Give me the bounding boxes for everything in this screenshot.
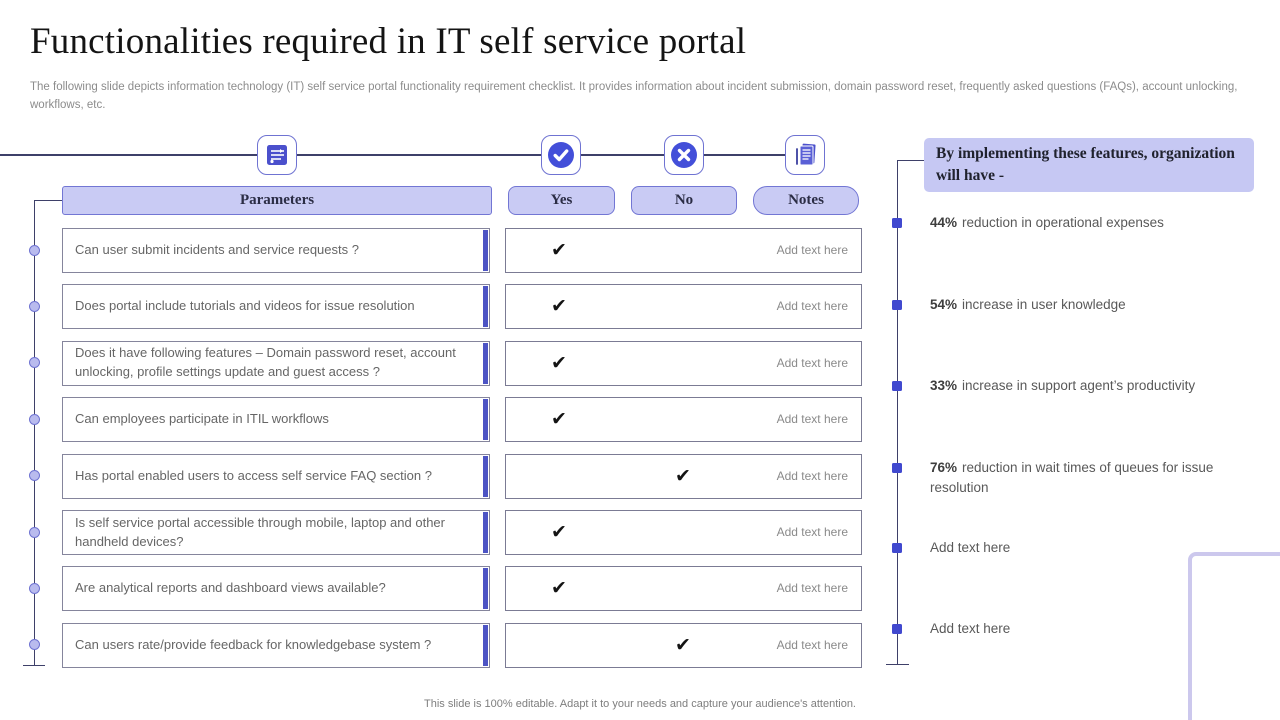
page-subtitle: The following slide depicts information … [30, 81, 1238, 111]
parameter-text: Is self service portal accessible throug… [75, 514, 445, 549]
page-title: Functionalities required in IT self serv… [30, 21, 747, 62]
decorative-corner-rect [1188, 552, 1280, 720]
row-accent-bar [483, 512, 488, 553]
row-accent-bar [483, 455, 488, 497]
benefit-item: 33% increase in support agent’s productiv… [930, 376, 1250, 396]
benefit-stat: 76% [930, 460, 958, 475]
row-accent-bar [483, 230, 488, 271]
left-connector-endtick [23, 665, 45, 667]
benefit-text: reduction in wait times of queues for is… [930, 460, 1214, 495]
checkmark-icon: ✔ [551, 296, 567, 318]
checkmark-icon: ✔ [551, 578, 567, 600]
benefit-item: 54% increase in user knowledge [930, 295, 1250, 315]
note-placeholder[interactable]: Add text here [776, 581, 848, 596]
row-accent-bar [483, 568, 488, 610]
note-placeholder[interactable]: Add text here [776, 525, 848, 539]
answer-cell: ✔ Add text here [505, 397, 862, 443]
parameter-cell: Can user submit incidents and service re… [62, 228, 490, 273]
benefits-connector-endtick [886, 664, 909, 666]
parameter-text: Can employees participate in ITIL workfl… [75, 411, 329, 427]
answer-cell: ✔ Add text here [505, 510, 862, 555]
answer-cell: ✔ Add text here [505, 622, 862, 668]
benefit-item: 44% reduction in operational expenses [930, 213, 1250, 233]
benefit-bullet-square [892, 463, 902, 473]
note-placeholder[interactable]: Add text here [776, 637, 848, 652]
cross-circle-icon [664, 135, 704, 175]
benefit-stat: 54% [930, 297, 958, 312]
parameter-cell: Has portal enabled users to access self … [62, 453, 490, 499]
row-bullet-circle [29, 470, 40, 482]
row-bullet-circle [29, 357, 40, 369]
benefit-text: Add text here [930, 540, 1011, 555]
benefit-bullet-square [892, 300, 902, 310]
note-placeholder[interactable]: Add text here [776, 412, 848, 427]
row-bullet-circle [29, 244, 40, 256]
check-circle-icon [541, 135, 581, 175]
answer-cell: ✔ Add text here [505, 566, 862, 612]
benefit-bullet-square [892, 543, 902, 553]
row-bullet-circle [29, 301, 40, 312]
note-placeholder[interactable]: Add text here [776, 243, 848, 257]
parameter-text: Can user submit incidents and service re… [75, 242, 359, 258]
row-accent-bar [483, 399, 488, 441]
row-accent-bar [483, 342, 488, 384]
icon-rail-line [0, 154, 806, 156]
left-connector-vertical [34, 200, 36, 666]
parameter-text: Does portal include tutorials and videos… [75, 298, 415, 314]
checkmark-icon: ✔ [551, 352, 567, 374]
checkmark-icon: ✔ [551, 522, 567, 543]
benefits-connector-horizontal [897, 159, 925, 161]
note-placeholder[interactable]: Add text here [776, 468, 848, 483]
benefit-item[interactable]: Add text here [930, 538, 1250, 558]
benefits-heading: By implementing these features, organiza… [924, 138, 1254, 193]
column-header-parameters: Parameters [62, 186, 492, 215]
row-bullet-circle [29, 583, 40, 594]
benefit-text: increase in user knowledge [962, 297, 1126, 312]
checkmark-icon: ✔ [675, 634, 691, 656]
answer-cell: ✔ Add text here [505, 453, 862, 499]
row-accent-bar [483, 624, 488, 666]
parameter-cell: Are analytical reports and dashboard vie… [62, 566, 490, 612]
left-connector-horizontal [34, 200, 62, 202]
row-bullet-circle [29, 639, 40, 651]
parameter-cell: Can users rate/provide feedback for know… [62, 622, 490, 668]
documents-icon [785, 135, 825, 175]
parameter-text: Has portal enabled users to access self … [75, 467, 432, 483]
row-accent-bar [483, 286, 488, 328]
row-bullet-circle [29, 413, 40, 425]
parameter-text: Can users rate/provide feedback for know… [75, 636, 432, 652]
benefit-text: increase in support agent’s productivity [962, 378, 1196, 393]
footer-note: This slide is 100% editable. Adapt it to… [424, 698, 856, 710]
benefit-bullet-square [892, 381, 902, 391]
parameter-cell: Can employees participate in ITIL workfl… [62, 397, 490, 443]
column-header-notes: Notes [753, 186, 859, 215]
answer-cell: ✔ Add text here [505, 284, 862, 330]
answer-cell: ✔ Add text here [505, 228, 862, 273]
row-bullet-circle [29, 526, 40, 538]
form-settings-icon [257, 135, 297, 175]
checkmark-icon: ✔ [551, 240, 567, 261]
parameter-text: Are analytical reports and dashboard vie… [75, 580, 386, 596]
parameter-cell: Is self service portal accessible throug… [62, 510, 490, 555]
parameter-cell: Does it have following features – Domain… [62, 340, 490, 386]
note-placeholder[interactable]: Add text here [776, 355, 848, 370]
parameter-cell: Does portal include tutorials and videos… [62, 284, 490, 330]
benefit-text: Add text here [930, 621, 1011, 636]
benefit-stat: 44% [930, 215, 958, 230]
benefit-item[interactable]: Add text here [930, 619, 1250, 639]
answer-cell: ✔ Add text here [505, 340, 862, 386]
note-placeholder[interactable]: Add text here [776, 299, 848, 314]
checkmark-icon: ✔ [675, 465, 691, 487]
column-header-yes: Yes [508, 186, 615, 215]
benefit-bullet-square [892, 218, 902, 228]
column-header-no: No [631, 186, 737, 215]
benefit-text: reduction in operational expenses [962, 215, 1164, 230]
benefit-stat: 33% [930, 378, 958, 393]
checkmark-icon: ✔ [551, 409, 567, 431]
benefit-item: 76%reduction in wait times of queues for… [930, 458, 1250, 498]
benefits-connector-vertical [897, 160, 899, 665]
parameter-text: Does it have following features – Domain… [75, 345, 456, 380]
benefit-bullet-square [892, 624, 902, 634]
